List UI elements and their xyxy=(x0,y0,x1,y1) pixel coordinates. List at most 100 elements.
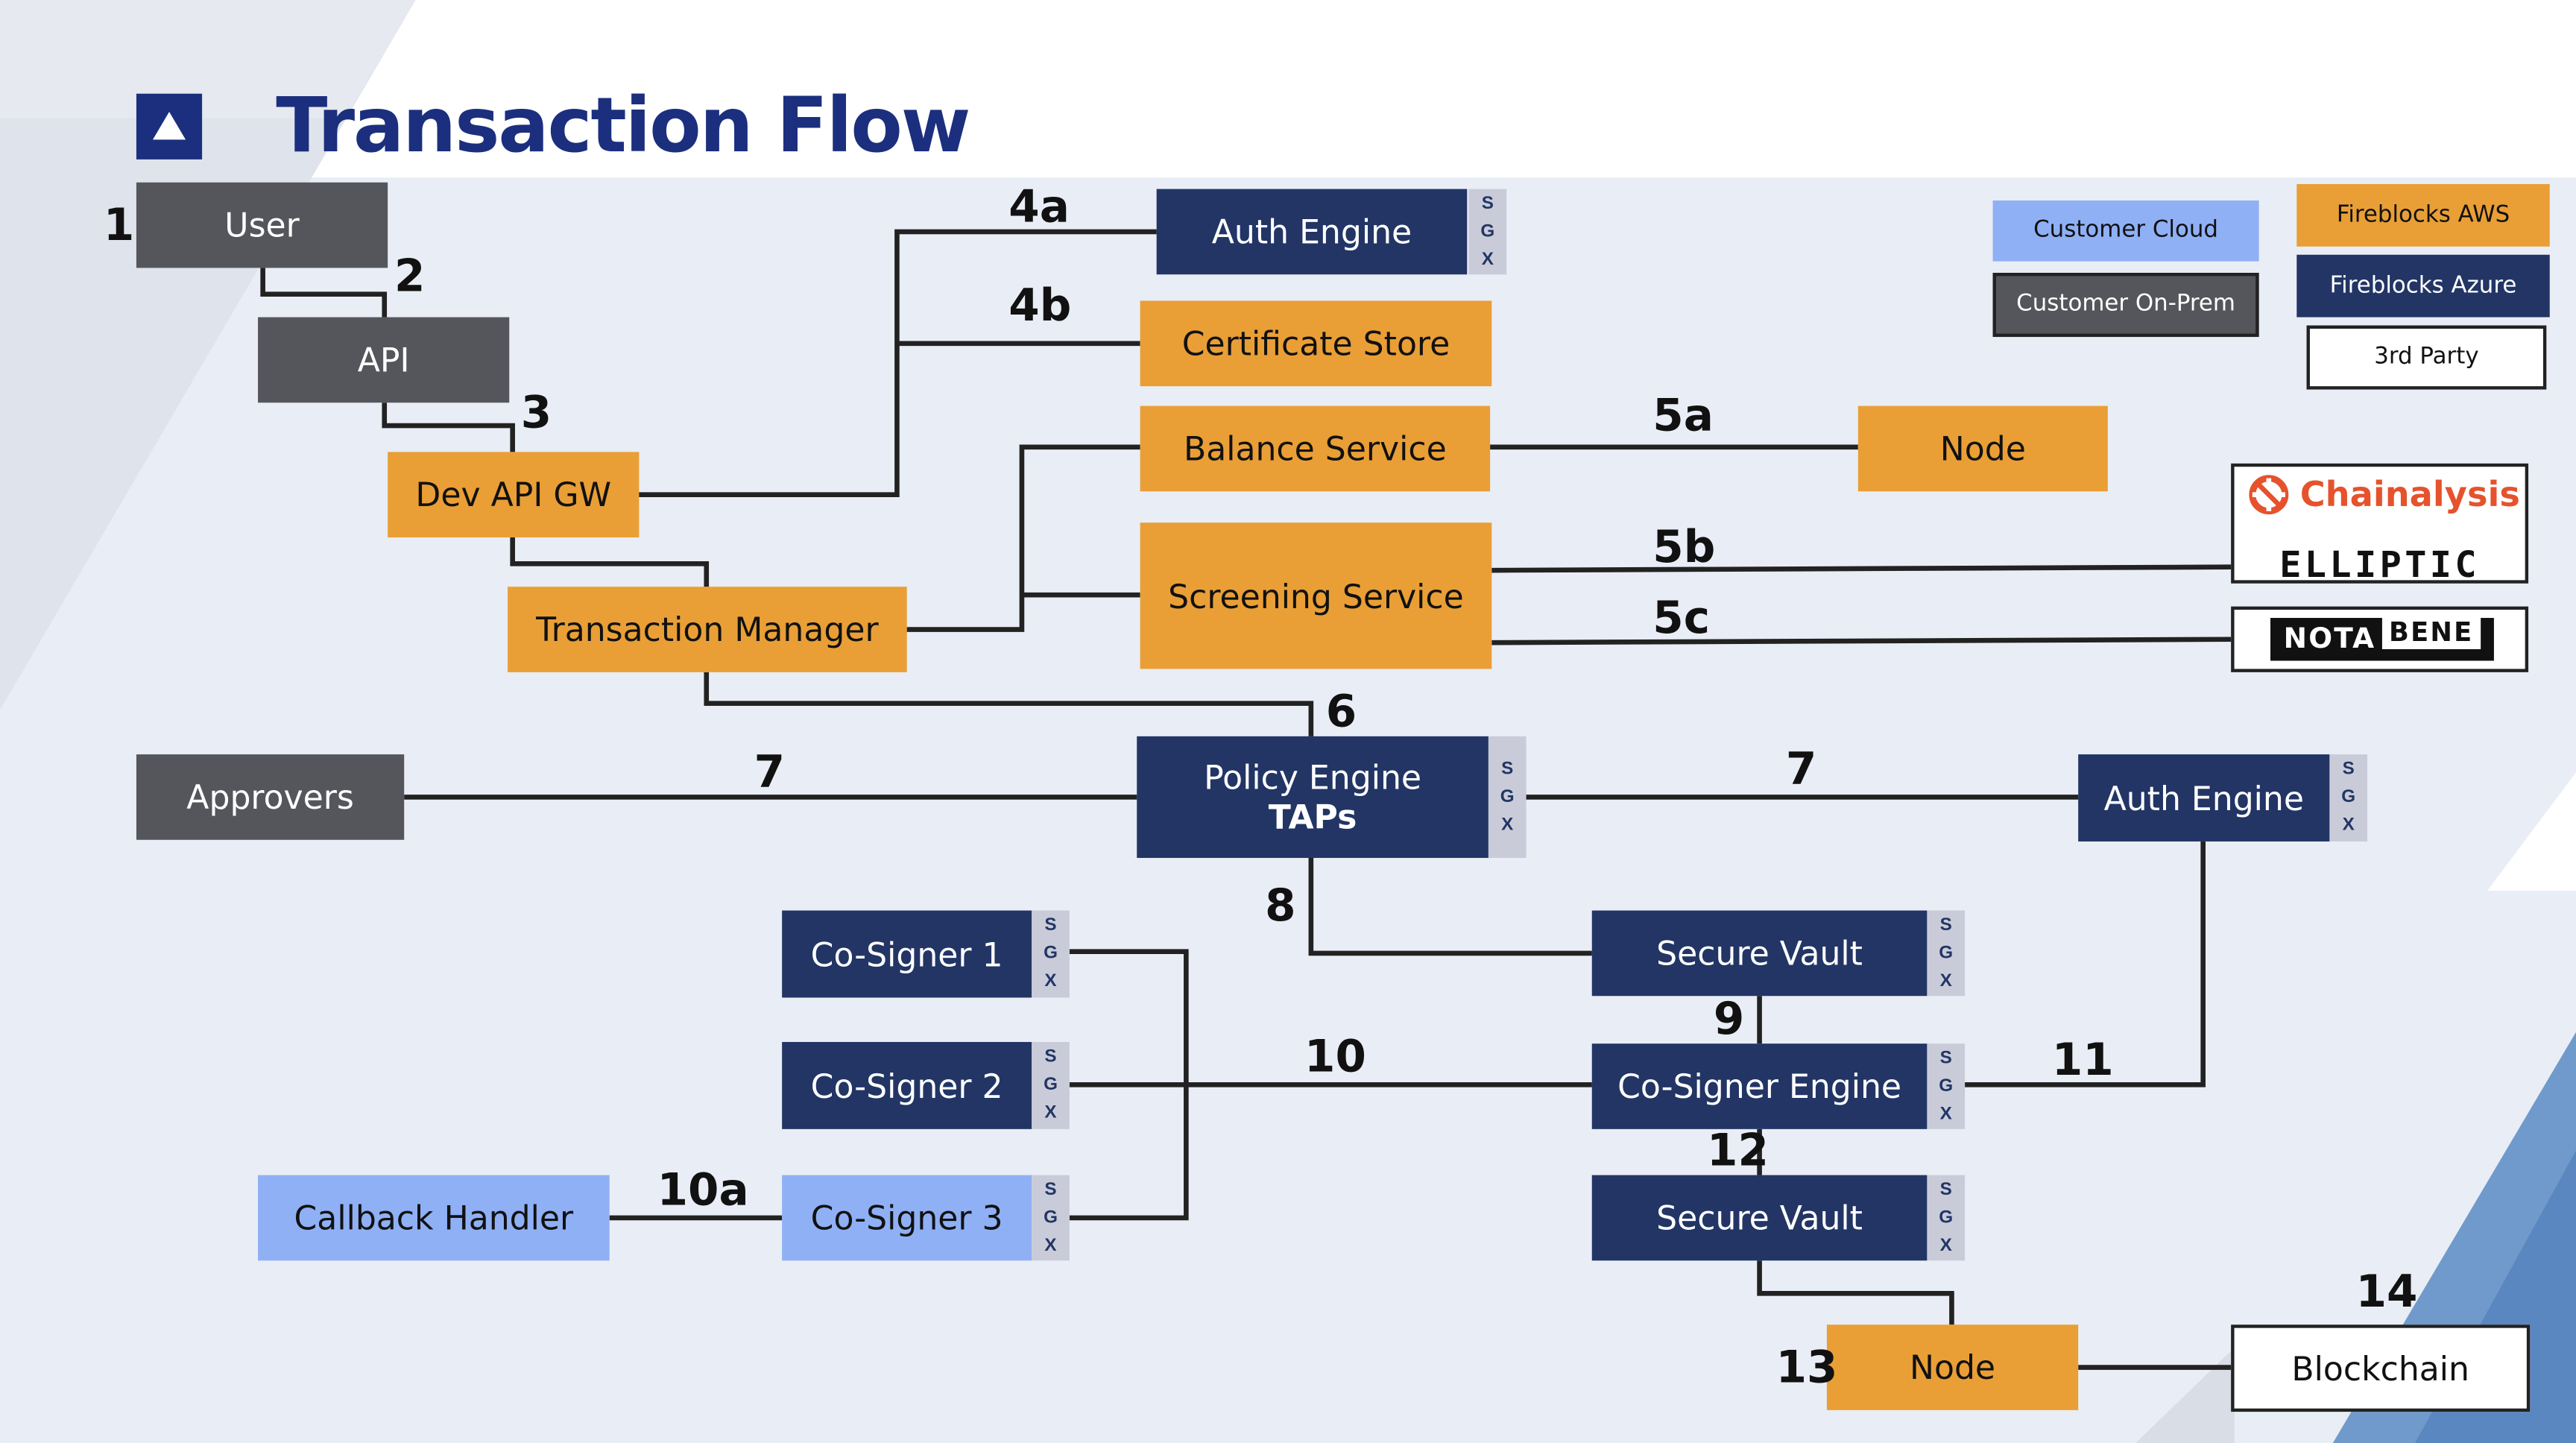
node-label: Transaction Manager xyxy=(536,610,879,649)
node-label: Auth Engine xyxy=(2103,778,2304,818)
sgx-letter: X xyxy=(1939,1235,1952,1255)
node-label: Co-Signer 2 xyxy=(810,1065,1003,1105)
sgx-letter: G xyxy=(1500,786,1515,806)
node-auth-engine-right: Auth Engine xyxy=(2078,754,2330,842)
sgx-letter: X xyxy=(1044,971,1057,991)
sgx-letter: G xyxy=(1939,1076,1954,1096)
node-label: User xyxy=(224,205,300,245)
node-dev-api-gw: Dev API GW xyxy=(388,452,640,538)
node-label: Policy Engine xyxy=(1204,757,1422,798)
legend-customer-cloud: Customer Cloud xyxy=(1992,200,2259,262)
node-certificate-store: Certificate Store xyxy=(1140,300,1492,387)
connector-devgw-auth xyxy=(637,229,1157,498)
node-api: API xyxy=(258,317,510,403)
sgx-letter: S xyxy=(2342,759,2355,780)
step-label: 7 xyxy=(754,748,786,799)
connector-cse-auth xyxy=(1965,841,2206,1087)
node-label: Secure Vault xyxy=(1656,1198,1863,1238)
step-label: 10 xyxy=(1304,1032,1366,1084)
sgx-letter: X xyxy=(1501,814,1514,835)
node-label: Node xyxy=(1910,1348,1996,1388)
notabene-logo: NOTA BENE xyxy=(2270,616,2494,661)
legend-label: Customer Cloud xyxy=(2033,217,2218,244)
third-party-chainalysis-elliptic: Chainalysis ELLIPTIC xyxy=(2231,463,2529,587)
node-label: Secure Vault xyxy=(1656,933,1863,973)
node-label: Approvers xyxy=(186,777,354,817)
node-label: Co-Signer 3 xyxy=(810,1198,1003,1238)
step-label: 9 xyxy=(1713,994,1745,1046)
node-label: Balance Service xyxy=(1183,429,1447,469)
node-label: API xyxy=(357,340,410,380)
node-policy-engine: Policy Engine TAPs xyxy=(1137,736,1489,859)
legend-fireblocks-azure: Fireblocks Azure xyxy=(2296,254,2550,318)
sgx-letter: X xyxy=(1481,249,1494,269)
chainalysis-text: Chainalysis xyxy=(2299,475,2520,515)
sgx-letter: S xyxy=(1044,915,1057,935)
step-label: 5a xyxy=(1652,391,1714,443)
connector-policy-vault xyxy=(1308,858,1592,956)
legend-label: 3rd Party xyxy=(2374,344,2479,370)
sgx-letter: G xyxy=(1480,221,1495,241)
node-co-signer-2: Co-Signer 2 xyxy=(782,1041,1032,1129)
step-label: 8 xyxy=(1265,880,1296,932)
step-label: 3 xyxy=(520,388,552,439)
sgx-letter: G xyxy=(2341,787,2356,807)
node-label: Screening Service xyxy=(1168,575,1464,616)
third-party-notabene: NOTA BENE xyxy=(2231,606,2529,672)
node-label: Certificate Store xyxy=(1181,323,1450,364)
step-label: 6 xyxy=(1325,686,1357,739)
sgx-letter: S xyxy=(1044,1179,1057,1199)
step-label: 4b xyxy=(1008,281,1072,332)
node-label: Co-Signer Engine xyxy=(1617,1067,1902,1106)
node-label: Node xyxy=(1939,429,2026,469)
sgx-letter: G xyxy=(1939,1207,1954,1228)
sgx-letter: G xyxy=(1044,1207,1058,1228)
step-label: 12 xyxy=(1707,1125,1769,1177)
legend-label: Customer On-Prem xyxy=(2016,291,2235,318)
connector-vault-node xyxy=(1757,1260,1954,1325)
sgx-letter: X xyxy=(1044,1235,1057,1255)
node-label: Auth Engine xyxy=(1211,212,1412,252)
sgx-letter: X xyxy=(2342,815,2355,836)
node-secure-vault-bottom: Secure Vault xyxy=(1591,1175,1928,1261)
sgx-letter: X xyxy=(1939,1103,1952,1124)
node-node-bottom: Node xyxy=(1826,1324,2079,1410)
node-approvers: Approvers xyxy=(136,754,405,840)
node-label: Dev API GW xyxy=(415,475,612,515)
step-label: 4a xyxy=(1008,182,1070,234)
notabene-text-b: BENE xyxy=(2382,616,2481,649)
connector-tm-balance xyxy=(906,444,1140,632)
step-label: 10a xyxy=(657,1165,749,1216)
step-label: 5c xyxy=(1652,593,1711,645)
step-label: 11 xyxy=(2051,1035,2114,1087)
node-label: Blockchain xyxy=(2291,1348,2470,1389)
legend-label: Fireblocks AWS xyxy=(2336,201,2510,228)
legend-third-party: 3rd Party xyxy=(2306,325,2547,390)
step-label: 7 xyxy=(1785,744,1817,796)
step-label: 13 xyxy=(1775,1342,1838,1394)
sgx-letter: G xyxy=(1044,1075,1058,1095)
node-user: User xyxy=(136,182,388,268)
node-label: Callback Handler xyxy=(294,1198,574,1238)
sgx-letter: S xyxy=(1939,915,1952,935)
sgx-letter: S xyxy=(1939,1179,1952,1199)
chainalysis-icon xyxy=(2249,475,2289,515)
node-co-signer-engine: Co-Signer Engine xyxy=(1591,1043,1928,1129)
sgx-letter: S xyxy=(1939,1047,1952,1068)
node-co-signer-3: Co-Signer 3 xyxy=(782,1175,1032,1261)
node-co-signer-1: Co-Signer 1 xyxy=(782,910,1032,998)
connector-devgw-tm xyxy=(510,537,710,587)
node-balance-service: Balance Service xyxy=(1140,405,1491,492)
step-label: 14 xyxy=(2355,1267,2418,1319)
sgx-letter: G xyxy=(1044,943,1058,964)
node-auth-engine-top: Auth Engine xyxy=(1156,189,1468,275)
step-label: 2 xyxy=(394,251,426,303)
